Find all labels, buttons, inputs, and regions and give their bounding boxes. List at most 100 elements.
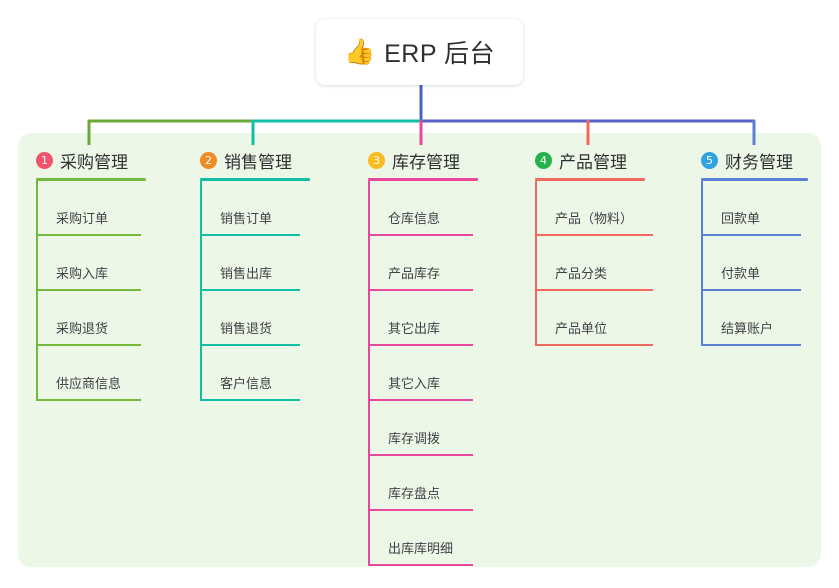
leaf-node[interactable]: 销售订单 bbox=[200, 181, 350, 236]
leaf-node[interactable]: 采购订单 bbox=[36, 181, 186, 236]
leaf-node[interactable]: 其它入库 bbox=[368, 346, 528, 401]
leaf-label: 产品（物料） bbox=[555, 211, 634, 226]
leaf-label: 其它出库 bbox=[388, 321, 441, 336]
leaf-node[interactable]: 其它出库 bbox=[368, 291, 528, 346]
leaf-connector bbox=[200, 236, 202, 291]
leaf-connector bbox=[200, 346, 202, 401]
leaf-rule bbox=[200, 234, 300, 236]
leaf-node[interactable]: 销售退货 bbox=[200, 291, 350, 346]
leaf-connector bbox=[368, 511, 370, 566]
leaf-node[interactable]: 出库库明细 bbox=[368, 511, 528, 566]
leaf-rule bbox=[701, 289, 801, 291]
leaf-connector bbox=[200, 291, 202, 346]
leaf-connector bbox=[701, 291, 703, 346]
root-node-card[interactable]: 👍 ERP 后台 bbox=[316, 19, 523, 85]
branch-column-4: 4 产品管理 产品（物料） 产品分类产品单位 bbox=[535, 148, 705, 346]
branch-header-2[interactable]: 2 销售管理 bbox=[200, 148, 350, 172]
branch-leaf-list-5: 回款单付款单结算账户 bbox=[701, 181, 839, 346]
branch-title-1: 采购管理 bbox=[60, 152, 128, 172]
branch-header-5[interactable]: 5 财务管理 bbox=[701, 148, 839, 172]
leaf-connector bbox=[535, 236, 537, 291]
leaf-connector bbox=[200, 181, 202, 236]
leaf-node[interactable]: 产品分类 bbox=[535, 236, 705, 291]
leaf-label: 产品分类 bbox=[555, 266, 608, 281]
leaf-connector bbox=[701, 181, 703, 236]
branch-header-3[interactable]: 3 库存管理 bbox=[368, 148, 528, 172]
branch-rule-2 bbox=[200, 178, 310, 181]
leaf-node[interactable]: 库存盘点 bbox=[368, 456, 528, 511]
leaf-connector bbox=[535, 181, 537, 236]
branch-leaf-list-2: 销售订单销售出库销售退货客户信息 bbox=[200, 181, 350, 401]
leaf-label: 产品单位 bbox=[555, 321, 608, 336]
leaf-connector bbox=[36, 291, 38, 346]
leaf-label: 销售出库 bbox=[220, 266, 273, 281]
leaf-node[interactable]: 回款单 bbox=[701, 181, 839, 236]
leaf-label: 销售退货 bbox=[220, 321, 273, 336]
branch-column-2: 2 销售管理 销售订单销售出库销售退货客户信息 bbox=[200, 148, 350, 401]
branch-number-badge-5: 5 bbox=[701, 151, 718, 169]
leaf-node[interactable]: 产品库存 bbox=[368, 236, 528, 291]
branch-leaf-list-4: 产品（物料） 产品分类产品单位 bbox=[535, 181, 705, 346]
leaf-rule bbox=[200, 344, 300, 346]
leaf-node[interactable]: 供应商信息 bbox=[36, 346, 186, 401]
diagram-panel bbox=[18, 133, 821, 567]
leaf-rule bbox=[368, 454, 473, 456]
leaf-rule bbox=[36, 344, 141, 346]
leaf-rule bbox=[368, 509, 473, 511]
branch-title-3: 库存管理 bbox=[392, 152, 460, 172]
leaf-connector bbox=[368, 181, 370, 236]
branch-title-4: 产品管理 bbox=[559, 152, 627, 172]
leaf-connector bbox=[368, 456, 370, 511]
leaf-rule bbox=[535, 234, 653, 236]
leaf-rule bbox=[368, 564, 473, 566]
leaf-node[interactable]: 产品（物料） bbox=[535, 181, 705, 236]
leaf-node[interactable]: 产品单位 bbox=[535, 291, 705, 346]
leaf-label: 采购订单 bbox=[56, 211, 109, 226]
leaf-rule bbox=[701, 344, 801, 346]
branch-column-5: 5 财务管理 回款单付款单结算账户 bbox=[701, 148, 839, 346]
leaf-node[interactable]: 结算账户 bbox=[701, 291, 839, 346]
leaf-label: 结算账户 bbox=[721, 321, 774, 336]
leaf-label: 回款单 bbox=[721, 211, 761, 226]
leaf-node[interactable]: 采购退货 bbox=[36, 291, 186, 346]
leaf-connector bbox=[36, 181, 38, 236]
leaf-label: 其它入库 bbox=[388, 376, 441, 391]
branch-column-1: 1 采购管理 采购订单采购入库采购退货供应商信息 bbox=[36, 148, 186, 401]
leaf-rule bbox=[36, 289, 141, 291]
root-title: ERP 后台 bbox=[384, 40, 496, 68]
leaf-rule bbox=[535, 289, 653, 291]
leaf-rule bbox=[36, 234, 141, 236]
leaf-rule bbox=[535, 344, 653, 346]
leaf-label: 供应商信息 bbox=[56, 376, 122, 391]
branch-number-badge-2: 2 bbox=[200, 151, 217, 169]
leaf-node[interactable]: 客户信息 bbox=[200, 346, 350, 401]
leaf-label: 仓库信息 bbox=[388, 211, 441, 226]
branch-rule-5 bbox=[701, 178, 808, 181]
leaf-node[interactable]: 销售出库 bbox=[200, 236, 350, 291]
leaf-label: 销售订单 bbox=[220, 211, 273, 226]
leaf-connector bbox=[701, 236, 703, 291]
leaf-node[interactable]: 付款单 bbox=[701, 236, 839, 291]
leaf-node[interactable]: 库存调拨 bbox=[368, 401, 528, 456]
branch-rule-3 bbox=[368, 178, 478, 181]
leaf-label: 付款单 bbox=[721, 266, 761, 281]
branch-number-badge-4: 4 bbox=[535, 151, 552, 169]
leaf-rule bbox=[368, 399, 473, 401]
leaf-rule bbox=[368, 344, 473, 346]
branch-header-1[interactable]: 1 采购管理 bbox=[36, 148, 186, 172]
leaf-label: 产品库存 bbox=[388, 266, 441, 281]
leaf-rule bbox=[368, 289, 473, 291]
root-node-content: 👍 ERP 后台 bbox=[344, 34, 495, 70]
branch-header-4[interactable]: 4 产品管理 bbox=[535, 148, 705, 172]
leaf-connector bbox=[36, 346, 38, 401]
branch-leaf-list-3: 仓库信息产品库存其它出库其它入库库存调拨库存盘点出库库明细 bbox=[368, 181, 528, 566]
leaf-connector bbox=[368, 401, 370, 456]
leaf-rule bbox=[701, 234, 801, 236]
leaf-label: 采购退货 bbox=[56, 321, 109, 336]
thumbs-up-icon: 👍 bbox=[343, 37, 376, 66]
leaf-label: 采购入库 bbox=[56, 266, 109, 281]
leaf-node[interactable]: 仓库信息 bbox=[368, 181, 528, 236]
leaf-node[interactable]: 采购入库 bbox=[36, 236, 186, 291]
leaf-label: 库存调拨 bbox=[388, 431, 441, 446]
